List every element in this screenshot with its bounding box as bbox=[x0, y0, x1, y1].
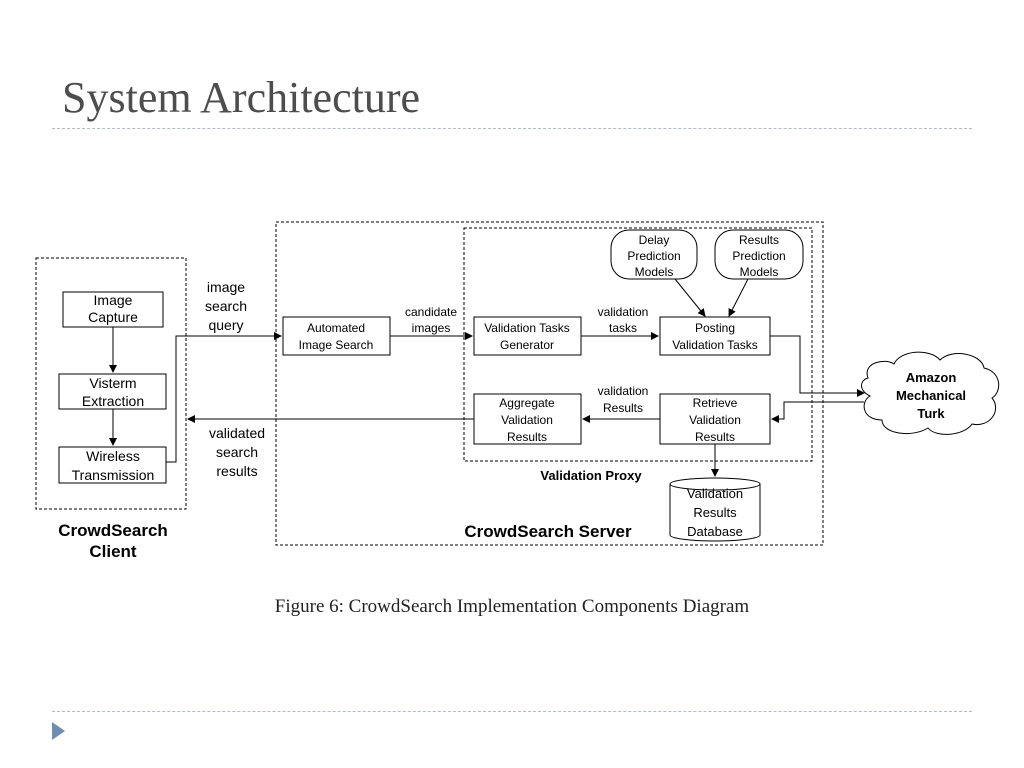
title-divider bbox=[52, 128, 972, 129]
arrow-delay-to-posting bbox=[674, 278, 706, 317]
database-cylinder bbox=[669, 484, 761, 542]
wireless-transmission-box bbox=[58, 446, 167, 484]
figure-caption: Figure 6: CrowdSearch Implementation Com… bbox=[274, 596, 750, 617]
proxy-region bbox=[463, 227, 813, 462]
delay-prediction-models-box bbox=[610, 229, 698, 280]
mechanical-turk-cloud bbox=[861, 351, 1000, 435]
arrow-query-to-search bbox=[166, 332, 282, 463]
footer-divider bbox=[52, 711, 972, 712]
arrow-turk-to-retrieve bbox=[771, 401, 864, 423]
arrow-results-to-posting bbox=[728, 278, 749, 317]
proxy-label: Validation Proxy bbox=[540, 468, 642, 483]
arrow-posting-to-turk bbox=[770, 335, 865, 397]
server-label: CrowdSearch Server bbox=[464, 522, 632, 541]
database-cylinder-top bbox=[669, 477, 761, 491]
bullet-triangle-icon bbox=[52, 722, 65, 740]
client-region bbox=[35, 257, 187, 510]
slide-title: System Architecture bbox=[62, 73, 421, 122]
results-prediction-models-box bbox=[714, 229, 804, 280]
